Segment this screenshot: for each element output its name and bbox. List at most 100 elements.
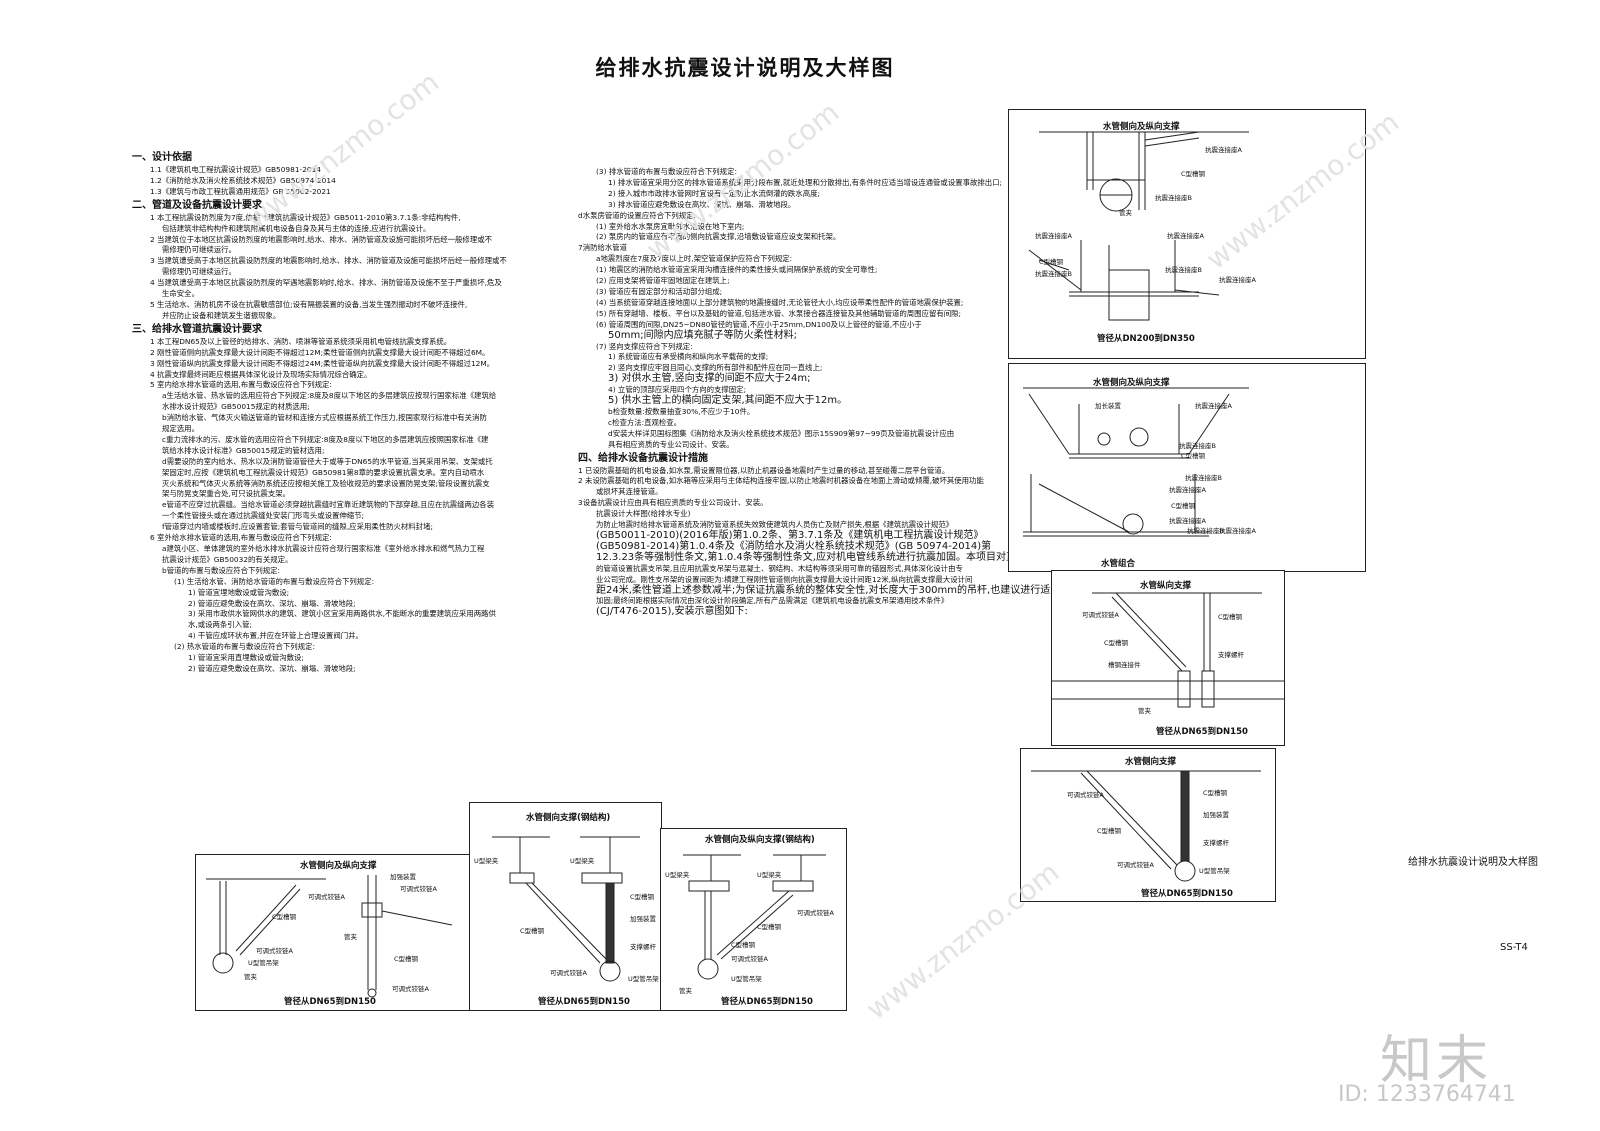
detail-label: 支撑螺杆 xyxy=(630,943,656,951)
note-line: 水,或设两条引入管; xyxy=(188,620,252,630)
note-line: 抗震设计大样图(给排水专业) xyxy=(596,509,691,519)
note-line: 1) 管道宜采用直埋敷设或管沟敷设; xyxy=(188,653,304,663)
detail-label: 抗震连接座B xyxy=(1155,194,1192,202)
note-line: (1) 地震区的消防给水管道宜采用沟槽连接件的柔性接头或间隔保护系统的安全可靠性… xyxy=(596,265,878,275)
note-line: (3) 管道应有固定部分和活动部分组成; xyxy=(596,286,723,296)
note-line: d水泵房管道的设置应符合下列规定: xyxy=(578,210,697,220)
note-line: 4 抗震支撑最终间距应根据具体深化设计及现场实际情况综合确定。 xyxy=(150,369,372,379)
detail-label: 加强装置 xyxy=(630,915,656,923)
detail-water-pipe-lateral-longitudinal-large: 水管侧向及纵向支撑 抗震连接座A 抗震连接座B C型槽钢 管夹 抗震连接座A 抗… xyxy=(1008,109,1366,359)
detail-label: 加长装置 xyxy=(1095,402,1121,410)
note-line: 5 室内给水排水管道的选用,布置与敷设应符合下列规定: xyxy=(150,380,332,390)
detail-drawing xyxy=(206,875,453,998)
detail-label: C型槽钢 xyxy=(394,955,419,963)
note-line: 2 刚性管道侧向抗震支撑最大设计间距不得超过12M;柔性管道侧向抗震支撑最大设计… xyxy=(150,347,490,357)
detail-footer: 管径从DN65到DN150 xyxy=(1141,889,1233,899)
note-line: (CJ/T476-2015),安装示意图如下: xyxy=(596,606,748,618)
detail-label: 抗震连接座A xyxy=(1195,402,1232,410)
detail-label: 可调式铰链A xyxy=(731,955,768,963)
detail-label: U型管吊架 xyxy=(731,975,762,983)
note-line: 水排水设计规范》GB50015规定的材质选用; xyxy=(162,402,310,412)
note-line: (2) 热水管道的布置与敷设应符合下列规定: xyxy=(174,642,315,652)
detail-label: 抗震连接座A xyxy=(1219,527,1256,535)
detail-drawing xyxy=(1052,592,1284,708)
detail-label: C型槽钢 xyxy=(1039,258,1064,266)
note-line: 具有相应资质的专业公司设计、安装。 xyxy=(608,439,734,449)
note-line: 抗震设计规范》GB50032的有关规定。 xyxy=(162,554,293,564)
detail-label: C型槽钢 xyxy=(1171,502,1196,510)
detail-label: 抗震连接座B xyxy=(1035,270,1072,278)
note-line: (GB50011-2010)(2016年版)第1.0.2条、第3.7.1条及《建… xyxy=(596,530,984,541)
detail-label: C型槽钢 xyxy=(731,941,756,949)
note-line: (GB50981-2014)第1.0.4条及《消防给水及消火栓系统技术规范》(G… xyxy=(596,540,992,552)
detail-label: 管夹 xyxy=(344,933,357,941)
note-line: 7消防给水管道 xyxy=(578,243,628,253)
note-line: (4) 当系统管道穿越连接地面以上部分建筑物的地震接缝时,无论管径大小,均应设带… xyxy=(596,297,964,307)
note-line: 1 本工程抗震设防烈度为7度,依据《建筑抗震设计规范》GB5011-2010第3… xyxy=(150,212,461,222)
note-line: 2) 竖向支撑应牢固且同心,支撑的所有部件和配件应在同一直线上; xyxy=(608,363,823,373)
note-line: 12.3.23条等强制性条文,第1.0.4条等强制性条文,应对机电管线系统进行抗… xyxy=(596,551,1063,563)
detail-label: 抗震连接座A xyxy=(1169,486,1206,494)
detail-footer: 水管组合 xyxy=(1101,559,1136,569)
note-line: 架固定时,应按《建筑机电工程抗震设计规范》GB50981第8章的要求设置抗震支承… xyxy=(162,467,485,477)
detail-water-pipe-lateral-steel: 水管侧向支撑(钢结构) U型梁夹 U型梁夹 C型槽钢 加强装置 C型槽钢 支撑螺… xyxy=(469,802,662,1011)
note-line: 4 当建筑遭受高于本地区抗震设防烈度的罕遇地震影响时,给水、排水、消防管道及设施… xyxy=(150,278,502,288)
detail-caption: 水管侧向及纵向支撑(钢结构) xyxy=(705,835,815,845)
note-line: (3) 排水管道的布置与敷设应符合下列规定: xyxy=(596,167,737,176)
design-notes-middle: (3) 排水管道的布置与敷设应符合下列规定:1) 排水管道宜采用分区的排水管道系… xyxy=(578,167,1062,618)
detail-label: U型梁夹 xyxy=(665,871,690,879)
detail-label: 可调式铰链A xyxy=(1117,861,1154,869)
detail-label: U型管吊架 xyxy=(248,959,279,967)
note-line: 需修理仍可继续运行。 xyxy=(162,245,236,255)
detail-label: 管夹 xyxy=(1138,707,1151,715)
note-line: 规定选用。 xyxy=(162,424,199,434)
detail-label: 可调式铰链A xyxy=(1067,791,1104,799)
detail-label: 抗震连接座A xyxy=(1205,146,1242,154)
note-line: b检查数量:按数量抽查30%,不应少于10件。 xyxy=(608,406,755,416)
note-line: (7) 竖向支撑应符合下列规定: xyxy=(596,341,693,351)
note-line: 生命安全。 xyxy=(162,289,199,299)
detail-drawing xyxy=(1028,131,1249,321)
detail-caption: 水管侧向支撑(钢结构) xyxy=(526,813,611,823)
detail-caption: 水管侧向支撑 xyxy=(1125,757,1177,767)
note-line: d需要设防的室内给水、热水以及消防管道管径大于或等于DN65的水平管道,当其采用… xyxy=(162,456,493,466)
section-heading: 一、设计依据 xyxy=(132,152,192,163)
detail-water-pipe-lateral: 水管侧向支撑 可调式铰链A C型槽钢 加强装置 C型槽钢 支撑螺杆 可调式铰链A… xyxy=(1020,748,1276,902)
detail-label: 加强装置 xyxy=(390,873,416,881)
note-line: a生活给水管、热水管的选用应符合下列规定:8度及8度以下地区的多层建筑应按现行国… xyxy=(162,391,497,401)
detail-label: 可调式铰链A xyxy=(256,947,293,955)
note-line: 3设备抗震设计应由具有相应资质的专业公司设计、安装。 xyxy=(578,498,768,508)
detail-label: 抗震连接座A xyxy=(1219,276,1256,284)
note-line: 1) 系统管道应有承受横向和纵向水平载荷的支撑; xyxy=(608,352,769,362)
detail-label: C型槽钢 xyxy=(1097,827,1122,835)
note-line: 3 刚性管道纵向抗震支撑最大设计间距不得超过24M;柔性管道纵向抗震支撑最大设计… xyxy=(150,358,495,368)
detail-caption: 水管纵向支撑 xyxy=(1140,581,1192,591)
note-line: c检查方法:直观检查。 xyxy=(608,417,682,427)
detail-footer: 管径从DN200到DN350 xyxy=(1097,334,1195,344)
note-line: 2) 管道应避免敷设在高坎、深坑、崩塌、滑坡地段; xyxy=(188,663,356,673)
detail-label: 抗震连接座B xyxy=(1187,527,1224,535)
note-line: 1.1《建筑机电工程抗震设计规范》GB50981-2014 xyxy=(150,165,322,174)
note-line: 或损坏其连接管道。 xyxy=(596,487,663,497)
note-line: a建筑小区、单体建筑的室外给水排水抗震设计应符合现行国家标准《室外给水排水和燃气… xyxy=(162,544,485,553)
note-line: 1) 管道宜埋地敷设或管沟敷设; xyxy=(188,587,290,597)
drawing-side-title: 给排水抗震设计说明及大样图 xyxy=(1408,857,1538,868)
note-line: 4) 干管应成环状布置,并应在环管上合理设置阀门井。 xyxy=(188,631,363,641)
detail-label: 管夹 xyxy=(244,973,257,981)
note-line: 2) 管道应避免敷设在高坎、深坑、崩塌、滑坡地段; xyxy=(188,598,356,608)
detail-label: C型槽钢 xyxy=(1218,613,1243,621)
detail-label: 可调式铰链A xyxy=(308,893,345,901)
detail-footer: 管径从DN65到DN150 xyxy=(1156,727,1248,737)
note-line: c重力流排水的污、废水管的选用应符合下列规定:8度及8度以下地区的多层建筑应按照… xyxy=(162,434,489,444)
note-line: 1.3《建筑与市政工程抗震通用规范》GB 55002-2021 xyxy=(150,186,331,196)
detail-label: C型槽钢 xyxy=(272,913,297,921)
note-line: 1 已设防震基础的机电设备,如水泵,需设置限位器,以防止机器设备地震时产生过量的… xyxy=(578,465,950,475)
detail-label: 可调式铰链A xyxy=(550,969,587,977)
note-line: 1) 排水管道宜采用分区的排水管道系统采用分段布置,就近处理和分散排出,有条件时… xyxy=(608,177,1003,187)
note-line: (5) 所有穿越墙、楼板、平台以及基础的管道,包括泄水管、水泵接合器连接管及其他… xyxy=(596,308,962,318)
detail-label: U型管吊架 xyxy=(628,975,659,983)
detail-label: U型梁夹 xyxy=(474,857,499,865)
note-line: 3) 采用市政供水管网供水的建筑、建筑小区宜采用两路供水,不能断水的重要建筑应采… xyxy=(188,609,496,619)
detail-drawing xyxy=(1023,387,1249,537)
section-heading: 二、管道及设备抗震设计要求 xyxy=(132,199,262,211)
